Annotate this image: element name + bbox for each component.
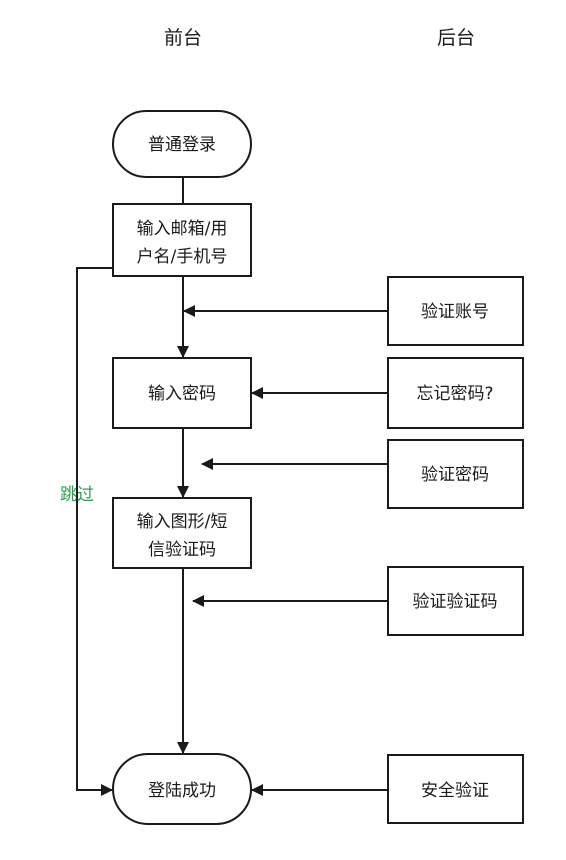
node-verify-captcha-label: 验证验证码 bbox=[413, 592, 498, 612]
node-success-label: 登陆成功 bbox=[148, 781, 216, 801]
node-verify-captcha: 验证验证码 bbox=[387, 566, 524, 636]
node-success: 登陆成功 bbox=[112, 753, 252, 825]
node-input-account-line1: 输入邮箱/用 bbox=[137, 219, 228, 239]
node-verify-password-label: 验证密码 bbox=[421, 465, 489, 485]
node-security-check: 安全验证 bbox=[387, 754, 524, 824]
node-verify-password: 验证密码 bbox=[387, 439, 524, 509]
node-forgot-password-label: 忘记密码? bbox=[416, 384, 493, 404]
edges bbox=[76, 177, 388, 796]
node-input-captcha-line1: 输入图形/短 bbox=[137, 512, 228, 532]
edge-label-skip: 跳过 bbox=[60, 485, 94, 505]
node-verify-account: 验证账号 bbox=[387, 276, 524, 346]
column-title-front: 前台 bbox=[164, 27, 202, 49]
node-forgot-password: 忘记密码? bbox=[387, 357, 524, 429]
node-input-captcha-line2: 信验证码 bbox=[148, 540, 216, 560]
column-title-back: 后台 bbox=[437, 27, 475, 49]
node-verify-account-label: 验证账号 bbox=[421, 302, 489, 322]
node-input-captcha: 输入图形/短 信验证码 bbox=[112, 497, 252, 569]
node-input-password: 输入密码 bbox=[112, 357, 252, 429]
node-input-password-label: 输入密码 bbox=[148, 384, 216, 404]
node-input-account-line2: 户名/手机号 bbox=[137, 247, 228, 267]
node-input-account: 输入邮箱/用 户名/手机号 bbox=[112, 203, 252, 277]
edge-skip-to-success bbox=[76, 267, 113, 796]
node-security-check-label: 安全验证 bbox=[421, 781, 489, 801]
node-start-label: 普通登录 bbox=[148, 135, 216, 155]
node-start: 普通登录 bbox=[112, 110, 252, 178]
